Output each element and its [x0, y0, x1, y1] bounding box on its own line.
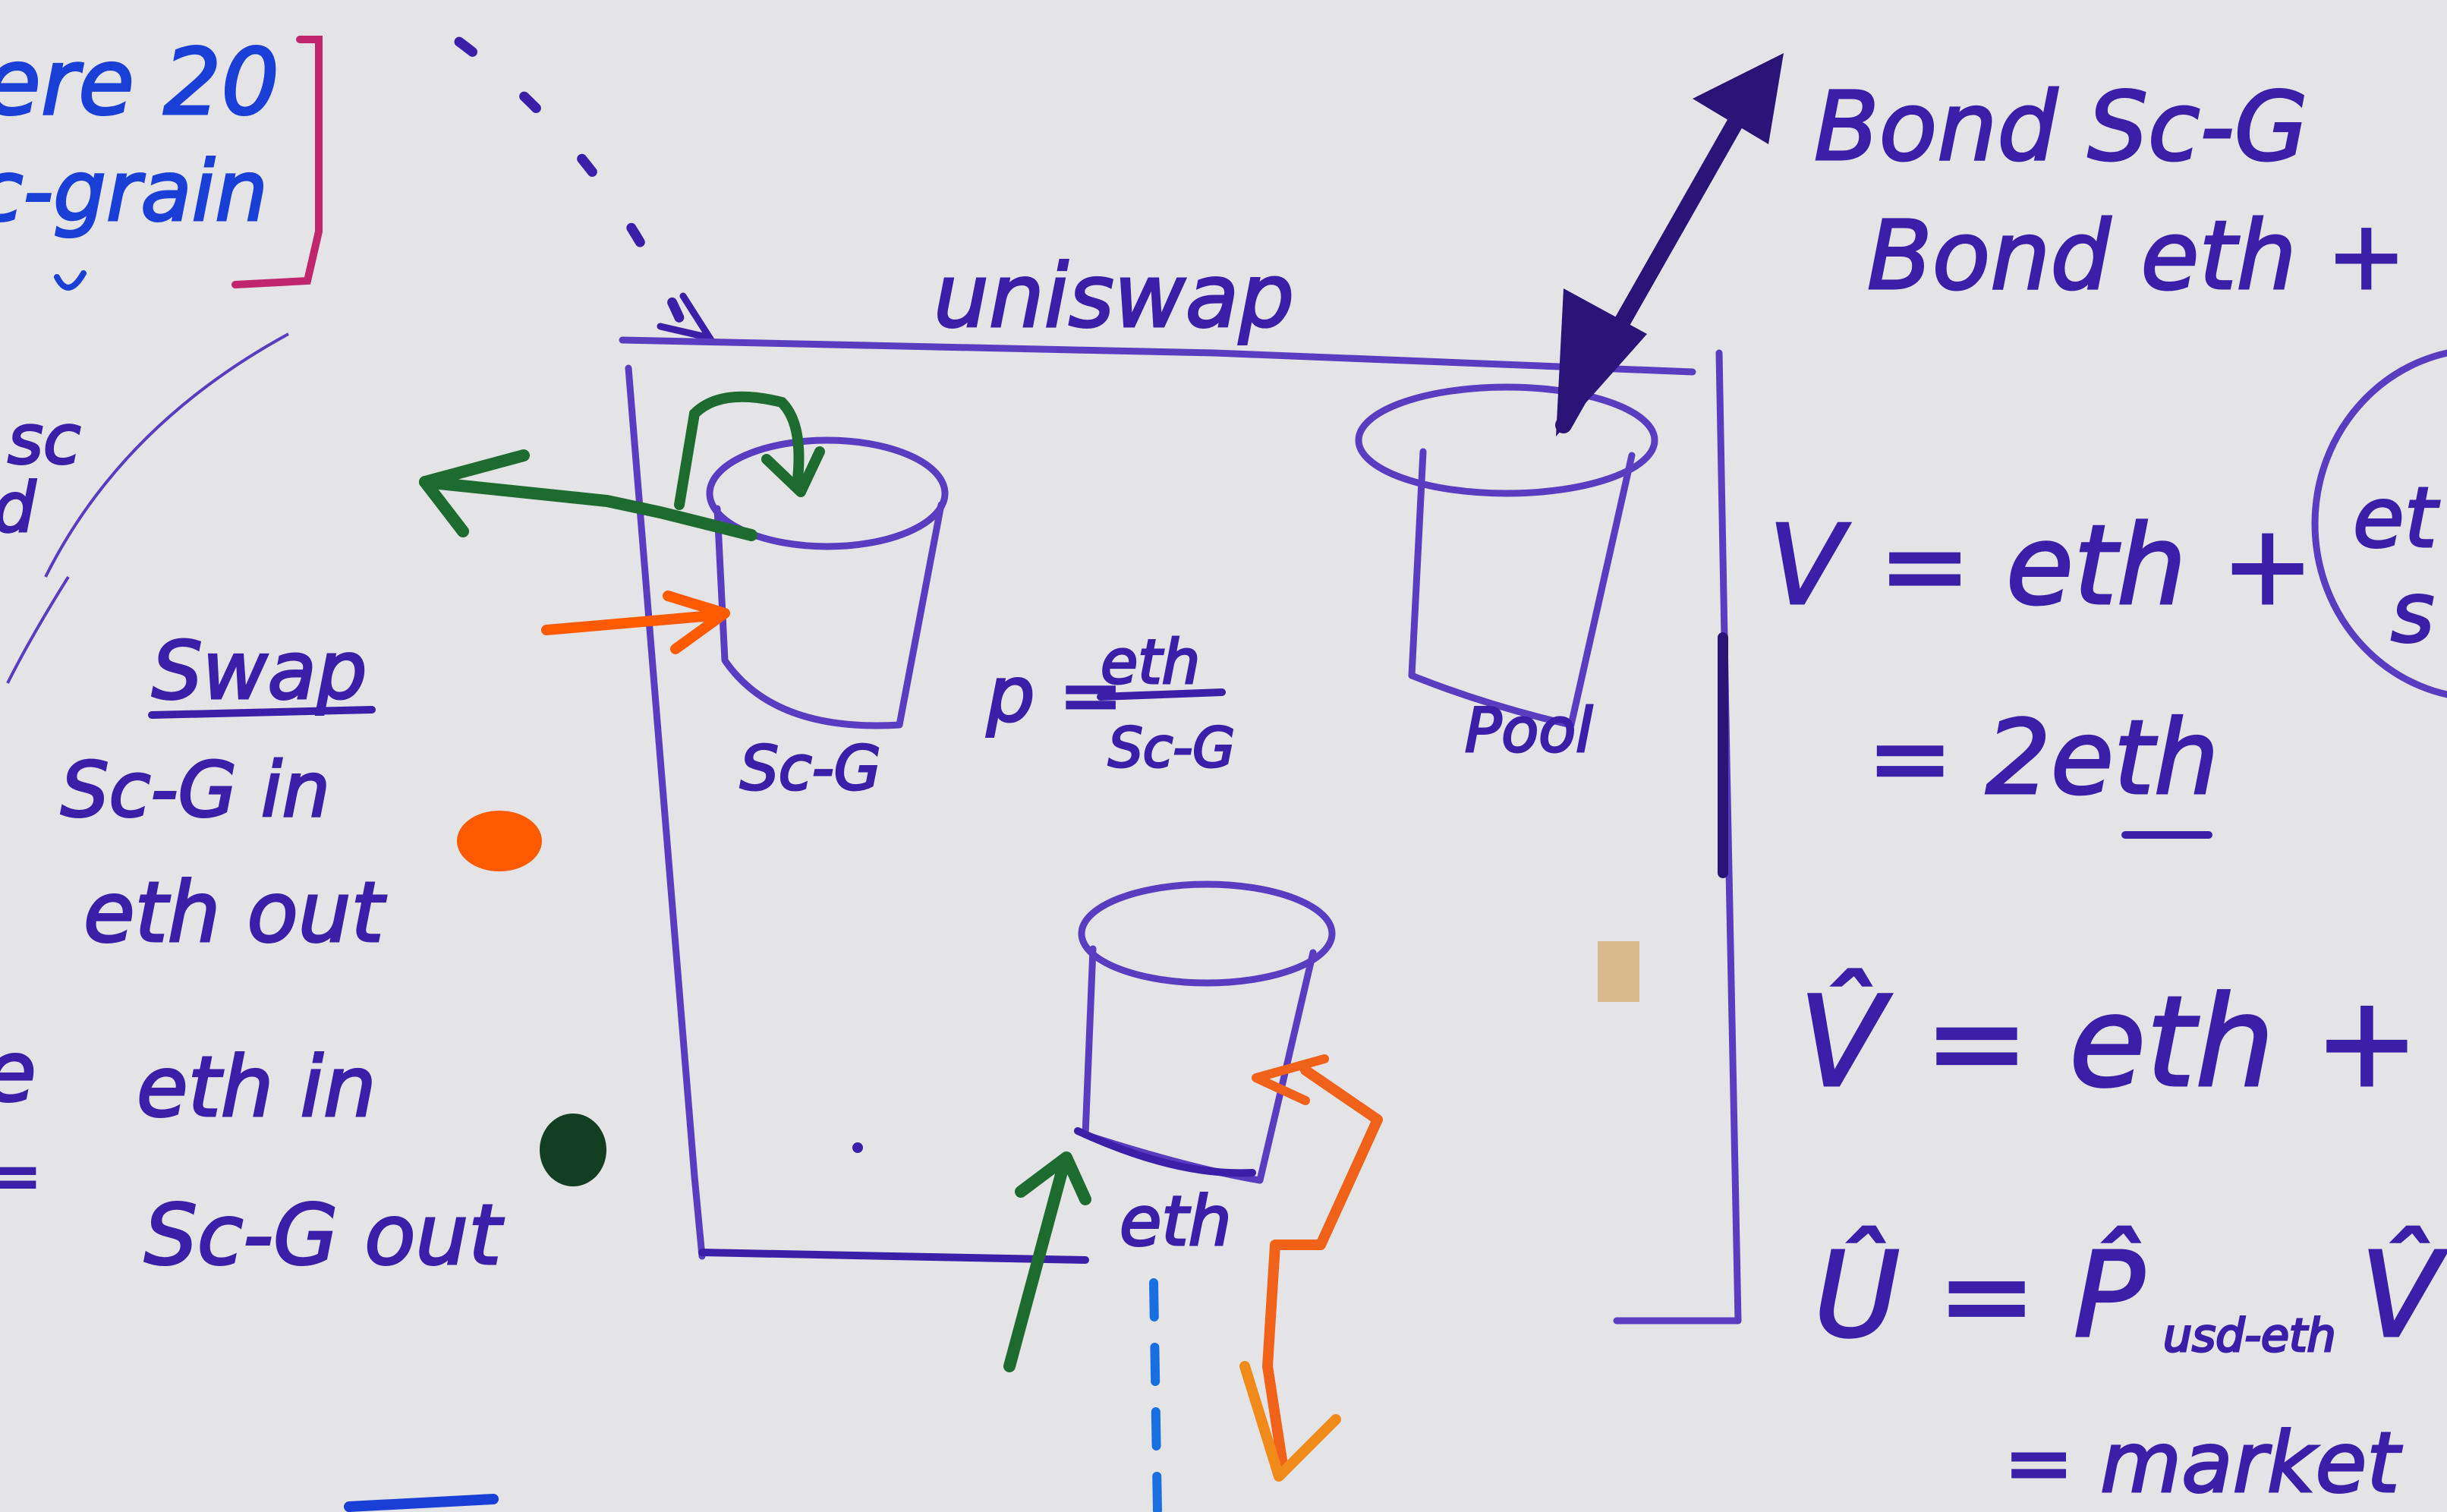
- green-arrow-loop: [674, 391, 805, 510]
- top-left-notes: ere 20 c-grain: [0, 30, 323, 291]
- price-formula: p = eth Sc-G: [985, 626, 1236, 781]
- green-arrow-in-shaft: [1003, 1163, 1069, 1372]
- right-eq4-sub: usd-eth: [2163, 1309, 2336, 1362]
- right-eq1: V = eth +: [1768, 502, 2313, 630]
- orange-dot: [457, 811, 542, 871]
- bucket-sc-g-rim: [706, 436, 949, 550]
- bucket-eth-rim: [1078, 880, 1336, 987]
- right-eq3: V̂ = eth +: [1799, 969, 2420, 1115]
- swap-heading-underline: [148, 706, 376, 719]
- double-arrow: [1555, 53, 1784, 436]
- swap-case2-line1: eth in: [137, 1038, 376, 1136]
- left-fragment-3: e: [0, 1023, 36, 1120]
- top-left-line2: c-grain: [0, 143, 268, 240]
- tan-smudge: [1598, 941, 1639, 1002]
- right-eq2: = 2eth: [1867, 698, 2219, 817]
- green-arrows: [419, 391, 1091, 1372]
- blue-tick-mark: [54, 270, 87, 291]
- box-right-edge: [1613, 349, 1742, 1325]
- left-fragment-2: d: [0, 468, 36, 548]
- orange-arrows: [541, 591, 1383, 1482]
- box-top-edge: [619, 336, 1696, 376]
- right-eq1-circle: [2311, 349, 2447, 698]
- magenta-bracket: [231, 36, 323, 288]
- right-eq4-lhs: Û = P̂: [1814, 1226, 2145, 1364]
- swap-legend: Swap Sc-G in eth out eth in Sc-G out: [60, 624, 606, 1285]
- box-left-edge: [625, 364, 706, 1260]
- right-notes: Bond Sc-G Bond eth + V = eth + et s = 2e…: [1768, 71, 2447, 1512]
- swap-case1-line1: Sc-G in: [61, 745, 330, 834]
- right-eq1-circle-bottom: s: [2391, 564, 2434, 661]
- left-edge-fragments: sc d e =: [0, 332, 289, 1217]
- blue-dashed-line: [1149, 1278, 1162, 1512]
- green-arrow-out-head: [419, 449, 530, 537]
- uniswap-box: uniswap: [619, 245, 1742, 1325]
- bucket-sc-g-body: [713, 501, 945, 729]
- green-arrow-out-shaft: [419, 476, 757, 541]
- bucket-eth: eth: [852, 880, 1336, 1263]
- uniswap-title: uniswap: [934, 246, 1294, 348]
- green-dot: [540, 1114, 606, 1186]
- blue-stroke-bottom: [344, 1494, 499, 1512]
- swap-case1-line2: eth out: [83, 864, 387, 961]
- bucket-pool: Pool: [1355, 383, 1658, 767]
- green-arrow-in-head: [1015, 1151, 1091, 1205]
- dashed-arrow-head: [657, 292, 717, 343]
- bucket-pool-body: [1408, 448, 1636, 729]
- right-note-line2: Bond eth +: [1867, 201, 2406, 311]
- top-left-line1: ere 20: [0, 30, 279, 136]
- bucket-sc-g-label: Sc-G: [740, 733, 881, 804]
- orange-arrow-out-shaft: [1262, 1065, 1383, 1470]
- right-eq4-rhs: V̂: [2360, 1227, 2447, 1364]
- dashed-arrow: [454, 36, 717, 343]
- bucket-pool-label: Pool: [1465, 695, 1592, 766]
- orange-arrow-loop-head: [1252, 1054, 1329, 1105]
- right-eq1-circle-top: et: [2353, 469, 2440, 566]
- double-arrow-head-top: [1693, 53, 1784, 144]
- price-fraction-bar: [1097, 688, 1226, 701]
- dashed-arrow-line: [454, 36, 688, 332]
- orange-arrow-out-head: [1239, 1361, 1341, 1482]
- bucket-eth-base: [1074, 1127, 1256, 1177]
- swap-heading: Swap: [152, 625, 367, 717]
- swap-case2-line2: Sc-G out: [144, 1186, 504, 1284]
- faint-curve-2: [6, 575, 70, 684]
- bucket-pool-rim: [1355, 383, 1658, 497]
- red-arrow-in-shaft: [541, 610, 726, 635]
- price-numerator: eth: [1101, 627, 1200, 698]
- right-eq5: = market: [2004, 1414, 2402, 1511]
- red-arrow-in-head: [663, 591, 730, 654]
- box-bottom-edge: [698, 1249, 1089, 1264]
- double-arrow-head-bottom: [1556, 288, 1647, 436]
- left-fragment-4: =: [0, 1136, 42, 1216]
- green-arrow-loop-head: [761, 446, 825, 497]
- price-denominator: Sc-G: [1108, 716, 1235, 780]
- bucket-eth-label: eth: [1120, 1182, 1232, 1262]
- faint-curve: [44, 332, 289, 578]
- ink-speck: [852, 1142, 863, 1153]
- right-note-line1: Bond Sc-G: [1814, 72, 2308, 182]
- left-fragment-1: sc: [8, 400, 80, 480]
- bucket-sc-g: Sc-G: [706, 436, 949, 805]
